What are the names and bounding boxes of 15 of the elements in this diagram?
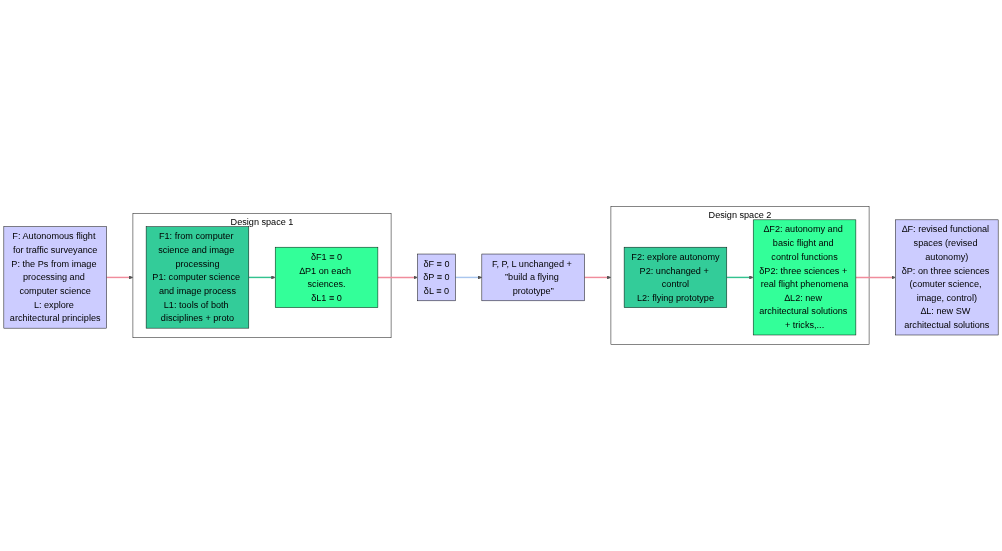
node-box: F, P, L unchanged + ”build a flying prototype”	[481, 253, 585, 302]
node-box: ∆F2: autonomy and basic flight and control functions δP2: three sciences + real flight phenomena ∆L2: new architectural solutions + tricks,...	[752, 219, 857, 336]
node-box: F2: explore autonomy P2: unchanged + control L2: flying prototype	[623, 246, 728, 308]
node-box: F1: from computer science and image processing P1: computer science and image process L1: tools of both disciplines + proto	[145, 226, 250, 329]
arrow	[726, 275, 754, 280]
node-box: δF ≡ 0 δP ≡ 0 δL ≡ 0	[417, 253, 456, 302]
arrow	[855, 275, 896, 280]
arrow	[248, 275, 276, 280]
node-box: ∆F: revised functional spaces (revised autonomy) δP: on three sciences (comuter science, image, control) ∆L: new SW architectual solutions	[895, 219, 999, 336]
arrow	[105, 275, 134, 280]
node-box: δF1 ≡ 0 ∆P1 on each sciences. δL1 ≡ 0	[274, 246, 379, 308]
arrow	[454, 275, 483, 280]
arrow	[583, 275, 612, 280]
arrow	[377, 275, 418, 280]
node-box: F: Autonomous flight for traffic surveyance P: the Ps from image processing and computer science L: explore architectural principles	[3, 226, 107, 329]
